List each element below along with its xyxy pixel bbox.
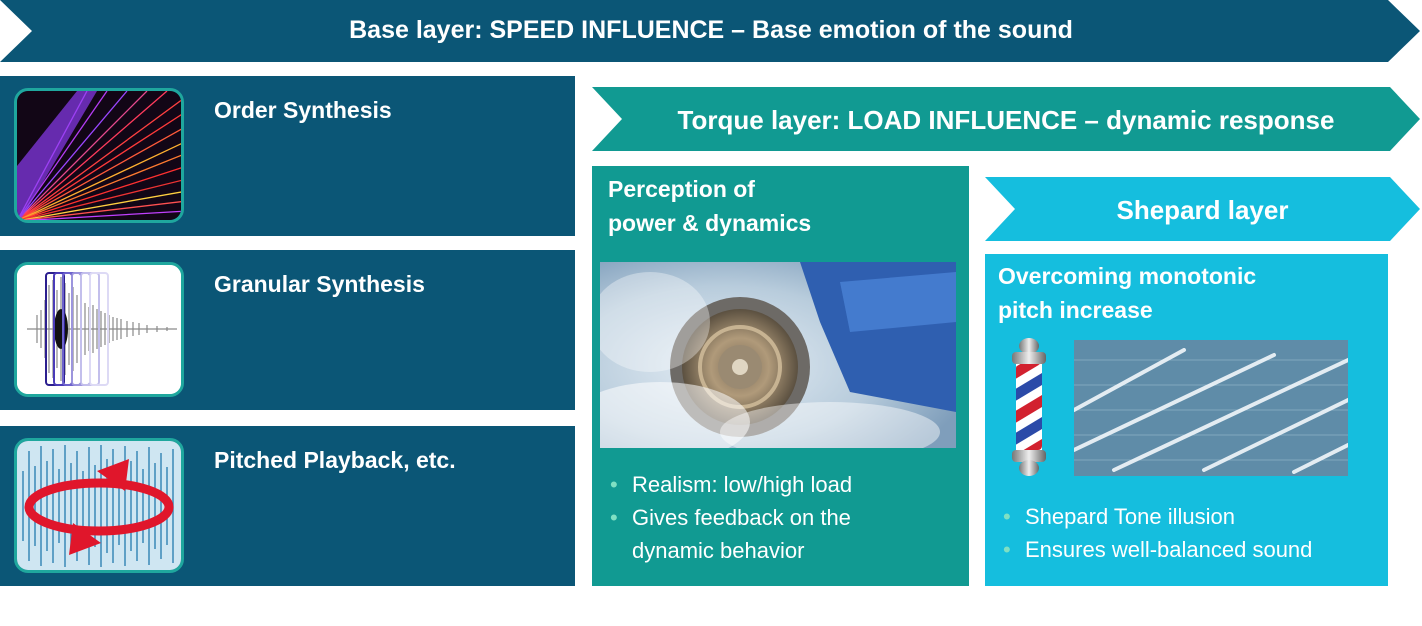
torque-bullet-feedback-cont: dynamic behavior: [632, 538, 805, 563]
order-synthesis-block: Order Synthesis: [0, 76, 575, 236]
torque-panel-title-line-1: Perception of: [608, 176, 755, 202]
shepard-panel-title: Overcoming monotonic pitch increase: [998, 259, 1256, 327]
torque-panel-title: Perception of power & dynamics: [608, 172, 811, 240]
torque-panel-title-line-2: power & dynamics: [608, 210, 812, 236]
shepard-bullet-balanced: Ensures well-balanced sound: [997, 533, 1312, 566]
shepard-layer-arrow: [985, 177, 1420, 241]
torque-panel: Perception of power & dynamics: [592, 166, 969, 586]
granular-waveform-icon: [14, 262, 184, 397]
granular-synthesis-label: Granular Synthesis: [214, 271, 425, 297]
spinning-tire-smoke-image: [600, 262, 956, 448]
shepard-panel: Overcoming monotonic pitch increase: [985, 254, 1388, 586]
torque-layer-title: Torque layer: LOAD INFLUENCE – dynamic r…: [677, 105, 1335, 135]
torque-bullets: Realism: low/high load Gives feedback on…: [604, 468, 852, 567]
shepard-panel-title-line-2: pitch increase: [998, 297, 1153, 323]
shepard-bullets: Shepard Tone illusion Ensures well-balan…: [997, 500, 1312, 566]
shepard-layer-title: Shepard layer: [1116, 195, 1289, 225]
torque-layer-arrow: [592, 87, 1420, 151]
spectrogram-image: [1074, 340, 1348, 476]
base-layer-title: Base layer: SPEED INFLUENCE – Base emoti…: [349, 16, 1073, 44]
torque-bullet-feedback: Gives feedback on the: [604, 501, 852, 534]
order-synthesis-lines-icon: [14, 88, 184, 223]
barber-pole-icon: [1007, 338, 1051, 476]
pitched-playback-block: Pitched Playback, etc.: [0, 426, 575, 586]
shepard-bullet-illusion: Shepard Tone illusion: [997, 500, 1312, 533]
pitched-playback-label: Pitched Playback, etc.: [214, 447, 456, 473]
torque-bullet-realism: Realism: low/high load: [604, 468, 852, 501]
order-synthesis-label: Order Synthesis: [214, 97, 392, 123]
shepard-panel-title-line-1: Overcoming monotonic: [998, 263, 1257, 289]
granular-synthesis-block: Granular Synthesis: [0, 250, 575, 410]
pitched-playback-loop-icon: [14, 438, 184, 573]
